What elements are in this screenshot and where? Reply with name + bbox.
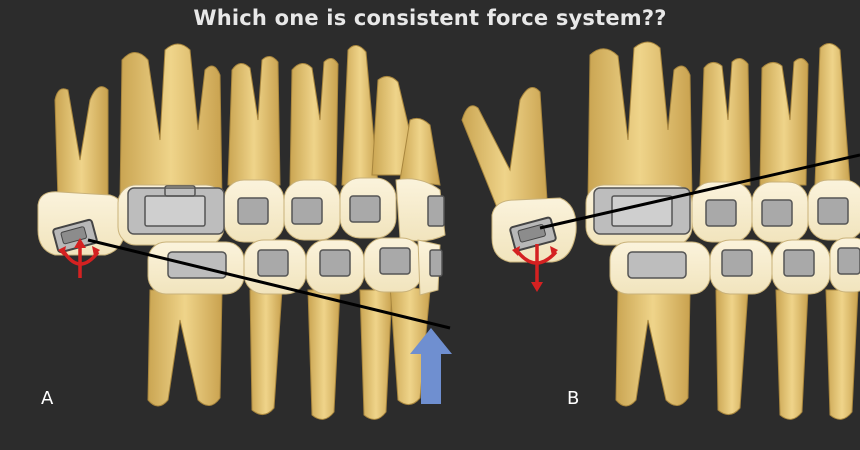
bracket-icon — [817, 197, 849, 225]
moment-arrow-icon — [58, 238, 100, 278]
panel-label-a: A — [41, 388, 54, 409]
archwire-a — [87, 238, 451, 330]
moment-arrow-icon — [512, 244, 558, 292]
upper-roots-a — [54, 43, 441, 201]
bracket-icon — [427, 195, 445, 227]
lower-roots-a — [147, 284, 431, 420]
bracket-icon — [783, 249, 815, 277]
bracket-icon — [349, 195, 381, 223]
bracket-icon — [721, 249, 753, 277]
force-arrow-icon — [410, 328, 452, 404]
brackets-a — [127, 185, 445, 279]
bracket-icon — [761, 199, 793, 227]
bracket-icon — [705, 199, 737, 227]
panel-a — [37, 43, 452, 420]
panel-label-b: B — [567, 388, 580, 409]
bracket-icon — [257, 249, 289, 277]
bracket-icon — [237, 197, 269, 225]
bracket-icon — [291, 197, 323, 225]
bracket-icon — [429, 249, 443, 277]
panel-b — [461, 41, 860, 420]
bracket-icon — [319, 249, 351, 277]
question-title: Which one is consistent force system?? — [193, 6, 667, 30]
lower-roots-b — [615, 289, 859, 420]
molar-band-lower-b — [627, 251, 687, 279]
upper-roots-b — [461, 41, 851, 216]
bracket-icon — [379, 247, 411, 275]
bracket-icon — [837, 247, 860, 275]
archwire-b — [539, 153, 860, 230]
